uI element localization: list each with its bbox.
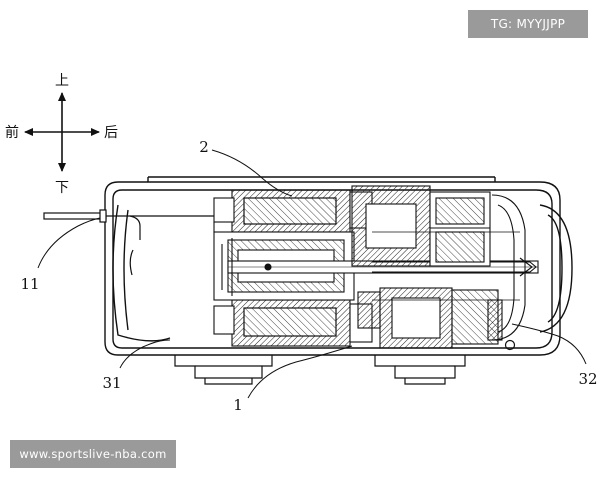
rotor-shaft xyxy=(213,231,539,301)
motor-stator-top xyxy=(213,189,373,233)
inlet-pipe xyxy=(43,209,222,276)
compass-up-label: 上 xyxy=(55,73,69,89)
leader-lines xyxy=(37,149,587,399)
motor-stator-bottom xyxy=(213,299,373,347)
reference-labels: 2 11 31 1 32 xyxy=(20,138,597,414)
label-1: 1 xyxy=(233,396,243,414)
direction-compass: 上 下 前 后 xyxy=(5,73,118,196)
label-31: 31 xyxy=(102,374,121,392)
label-11: 11 xyxy=(20,275,39,293)
label-2: 2 xyxy=(199,138,209,156)
label-32: 32 xyxy=(578,370,597,388)
compressor-housing xyxy=(104,176,573,356)
scroll-section xyxy=(357,194,526,341)
watermark-top-badge: TG: MYYJJPP xyxy=(468,10,588,38)
mounting-feet xyxy=(174,339,516,385)
compass-back-label: 后 xyxy=(104,125,118,141)
compass-front-label: 前 xyxy=(5,124,19,141)
compass-down-label: 下 xyxy=(55,180,69,196)
watermark-bottom-badge: www.sportslive-nba.com xyxy=(10,440,176,468)
